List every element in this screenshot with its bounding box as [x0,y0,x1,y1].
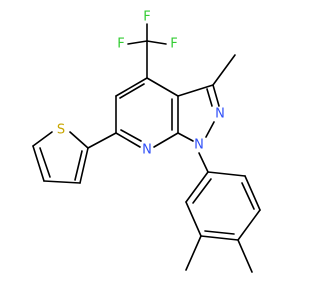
bond-ar-2-double [241,182,255,210]
bond-th-c5-s [32,131,53,147]
bond-n7-c7a [153,132,179,148]
atom-fluorine-left: F [117,37,124,52]
bond-ar-methyl-lower [185,235,202,271]
bond-c6-n7-double [120,129,142,142]
bond-th-c4-c5-double [39,147,51,178]
bond-c4-c5-double [119,83,145,99]
bond-ar-6-double [192,178,212,204]
bond-ar-6 [185,171,209,203]
bond-ar-4 [200,235,239,241]
atom-nitrogen-n2: N [215,107,225,122]
atom-nitrogen-n1: N [194,138,204,153]
molecule-canvas: F F F N N N S [32,10,261,273]
bond-th-c2-c3 [79,147,89,184]
bond-c-f-right [146,40,167,45]
bond-c3a-c3 [177,84,214,97]
bond-c3-n2 [212,84,220,107]
atom-fluorine-top: F [143,10,150,25]
bond-ar-5 [185,201,202,237]
bond-c-f-left [127,40,148,45]
bond-ar-4-double [204,230,235,235]
bond-c3-n2-double [206,88,213,107]
bond-th-c4-c5 [32,145,45,182]
bond-c6-n7 [115,132,141,148]
bond-c6-thienyl [87,132,117,149]
bond-ar-2 [244,175,261,211]
bond-n1-aryl [198,152,209,173]
bond-c3a-c4 [146,77,179,97]
bond-th-s-c2 [69,131,89,149]
bond-c3-methyl [212,54,236,86]
bond-ar-1 [207,171,246,177]
bond-th-c3-c4 [43,180,81,184]
atom-label-layer: F F F N N N S [57,10,225,158]
atom-fluorine-right: F [170,37,177,52]
bond-ar-3 [237,209,261,241]
atom-nitrogen-pyridine: N [142,143,152,158]
bond-th-c2-c3-double [74,150,83,181]
bond-layer [32,23,261,273]
bond-c4-c5 [115,77,148,97]
atom-sulfur: S [57,123,65,138]
bond-n1-c7a [177,132,194,142]
bond-n2-n1 [205,121,215,138]
molecule-structure: F F F N N N S [32,10,261,273]
bond-ar-methyl-right [237,239,253,273]
